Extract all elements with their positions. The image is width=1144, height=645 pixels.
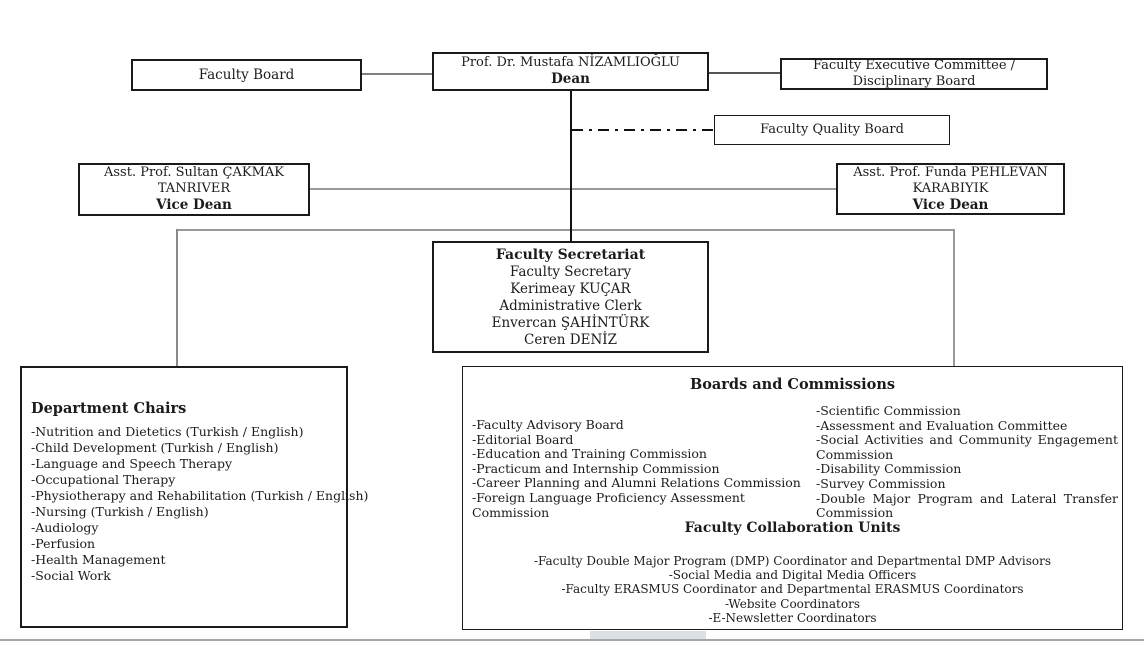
- faculty-board-box: Faculty Board: [131, 59, 362, 91]
- list-item: -Practicum and Internship Commission: [472, 460, 720, 476]
- list-item: -Education and Training Commission: [472, 446, 707, 462]
- dean-name-lines: Prof. Dr. Mustafa NİZAMLIOĞLU: [461, 55, 680, 71]
- list-item: -E-Newsletter Coordinators: [708, 610, 877, 625]
- collaboration-units-list: -Faculty Double Major Program (DMP) Coor…: [463, 554, 1122, 625]
- quality-board-box: Faculty Quality Board: [714, 115, 950, 145]
- list-item: KARABIYIK: [912, 180, 989, 196]
- list-item: -Career Planning and Alumni Relations Co…: [472, 475, 801, 491]
- connector-vicedeans-horizontal: [310, 188, 836, 190]
- list-item: -Social Activities and Community Engagem…: [816, 432, 1118, 462]
- list-item: -Child Development (Turkish / English): [31, 440, 279, 456]
- list-item: -Language and Speech Therapy: [31, 456, 233, 472]
- boards-commissions-box: Boards and Commissions -Faculty Advisory…: [462, 366, 1123, 630]
- list-item: Prof. Dr. Mustafa NİZAMLIOĞLU: [461, 55, 680, 70]
- list-item: Asst. Prof. Sultan ÇAKMAK: [104, 165, 284, 180]
- list-item: -Nursing (Turkish / English): [31, 504, 209, 520]
- boards-commissions-title: Boards and Commissions: [689, 376, 896, 393]
- list-item: -Disability Commission: [816, 461, 962, 477]
- list-item: -Faculty Advisory Board: [472, 417, 624, 432]
- boards-left-column: -Faculty Advisory Board-Editorial Board-…: [472, 417, 817, 520]
- department-chairs-box: Department Chairs -Nutrition and Dieteti…: [20, 366, 368, 628]
- list-item: Kerimeay KUÇAR: [510, 281, 631, 297]
- dean-title: Dean: [551, 71, 590, 87]
- list-item: -Social Media and Digital Media Officers: [668, 568, 917, 583]
- bottom-artifact: [590, 631, 706, 639]
- vice-dean-left-title: Vice Dean: [156, 197, 232, 213]
- quality-board-label: Faculty Quality Board: [760, 121, 904, 137]
- list-item: Faculty Executive Committee /: [812, 58, 1016, 73]
- executive-committee-box: Faculty Executive Committee /Disciplinar…: [780, 58, 1048, 90]
- connector-dean-executive: [709, 72, 780, 74]
- list-item: TANRIVER: [157, 181, 231, 196]
- list-item: -Health Management: [31, 552, 166, 568]
- list-item: -Social Work: [31, 568, 111, 584]
- list-item: -Foreign Language Proficiency Assessment…: [472, 489, 745, 520]
- executive-committee-lines: Faculty Executive Committee /Disciplinar…: [813, 58, 1015, 90]
- vice-dean-right-title: Vice Dean: [912, 196, 989, 213]
- connector-quality-dashdot: [572, 129, 714, 131]
- list-item: Disciplinary Board: [852, 74, 976, 89]
- connector-drop-boards: [953, 229, 955, 366]
- list-item: -Website Coordinators: [725, 596, 860, 611]
- department-chairs-title: Department Chairs: [31, 400, 187, 417]
- connector-drop-departments: [176, 229, 178, 366]
- secretariat-title: Faculty Secretariat: [495, 247, 646, 263]
- collaboration-units-title: Faculty Collaboration Units: [684, 520, 901, 536]
- connector-dean-vertical: [570, 91, 572, 241]
- list-item: -Scientific Commission: [816, 403, 961, 418]
- list-item: -Faculty Double Major Program (DMP) Coor…: [533, 554, 1052, 568]
- list-item: -Occupational Therapy: [31, 472, 176, 488]
- connector-main-horizontal: [176, 229, 955, 231]
- list-item: -Audiology: [31, 520, 99, 536]
- list-item: -Perfusion: [31, 536, 96, 552]
- department-chairs-list: -Nutrition and Dietetics (Turkish / Engl…: [31, 424, 368, 584]
- list-item: Asst. Prof. Funda PEHLEVAN: [853, 164, 1048, 180]
- list-item: Administrative Clerk: [499, 298, 642, 314]
- list-item: -Double Major Program and Lateral Transf…: [816, 490, 1118, 521]
- list-item: -Nutrition and Dietetics (Turkish / Engl…: [31, 424, 304, 440]
- list-item: -Survey Commission: [816, 475, 946, 491]
- list-item: -Assessment and Evaluation Committee: [816, 417, 1068, 433]
- faculty-board-label: Faculty Board: [198, 66, 295, 83]
- dean-box: Prof. Dr. Mustafa NİZAMLIOĞLU Dean: [432, 52, 709, 91]
- list-item: -Editorial Board: [472, 431, 574, 447]
- connector-facultyboard-dean: [362, 73, 432, 75]
- boards-right-column: -Scientific Commission-Assessment and Ev…: [816, 403, 1118, 521]
- list-item: Faculty Secretary: [509, 264, 632, 280]
- list-item: Ceren DENİZ: [524, 332, 617, 348]
- list-item: -Faculty ERASMUS Coordinator and Departm…: [561, 582, 1024, 597]
- list-item: -Physiotherapy and Rehabilitation (Turki…: [31, 488, 369, 504]
- list-item: Envercan ŞAHİNTÜRK: [491, 315, 650, 331]
- bottom-rule: [0, 639, 1144, 641]
